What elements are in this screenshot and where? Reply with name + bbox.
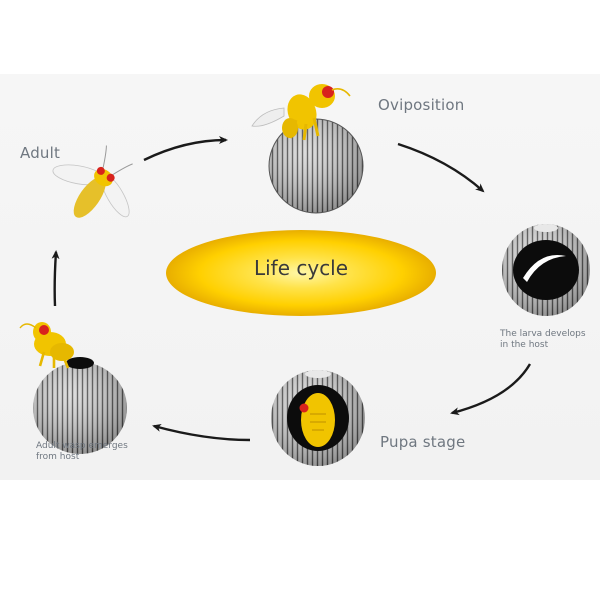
arrow-larva-to-pupa: [450, 363, 532, 416]
host-egg-icon: [268, 118, 364, 214]
pupa-label: Pupa stage: [380, 433, 466, 451]
pupa-icon: [299, 393, 335, 447]
wasp-icon: [19, 322, 74, 369]
arrow-oviposition-to-larva: [397, 142, 485, 193]
life-cycle-title: Life cycle: [253, 256, 349, 280]
emergence-label-line-1: Adult wasp emerges: [36, 441, 128, 451]
wasp-icon: [251, 84, 351, 141]
emergence-label: Adult wasp emerges from host: [36, 441, 128, 463]
arrow-adult-to-oviposition: [143, 136, 228, 162]
larva-label-line-2: in the host: [500, 340, 549, 350]
emergence-label-line-2: from host: [36, 452, 80, 462]
oviposition-label: Oviposition: [378, 96, 465, 114]
arrow-pupa-to-emergence: [152, 423, 251, 442]
larva-label: The larva develops in the host: [500, 329, 586, 351]
arrow-emergence-to-adult: [51, 250, 60, 307]
larva-label-line-1: The larva develops: [500, 329, 586, 339]
host-egg-icon: [502, 224, 590, 316]
larva-icon: [523, 254, 566, 282]
host-egg-icon: [33, 357, 127, 454]
life-cycle-ellipse: [166, 230, 436, 316]
adult-label: Adult: [20, 144, 61, 162]
wasp-icon: [52, 145, 133, 218]
